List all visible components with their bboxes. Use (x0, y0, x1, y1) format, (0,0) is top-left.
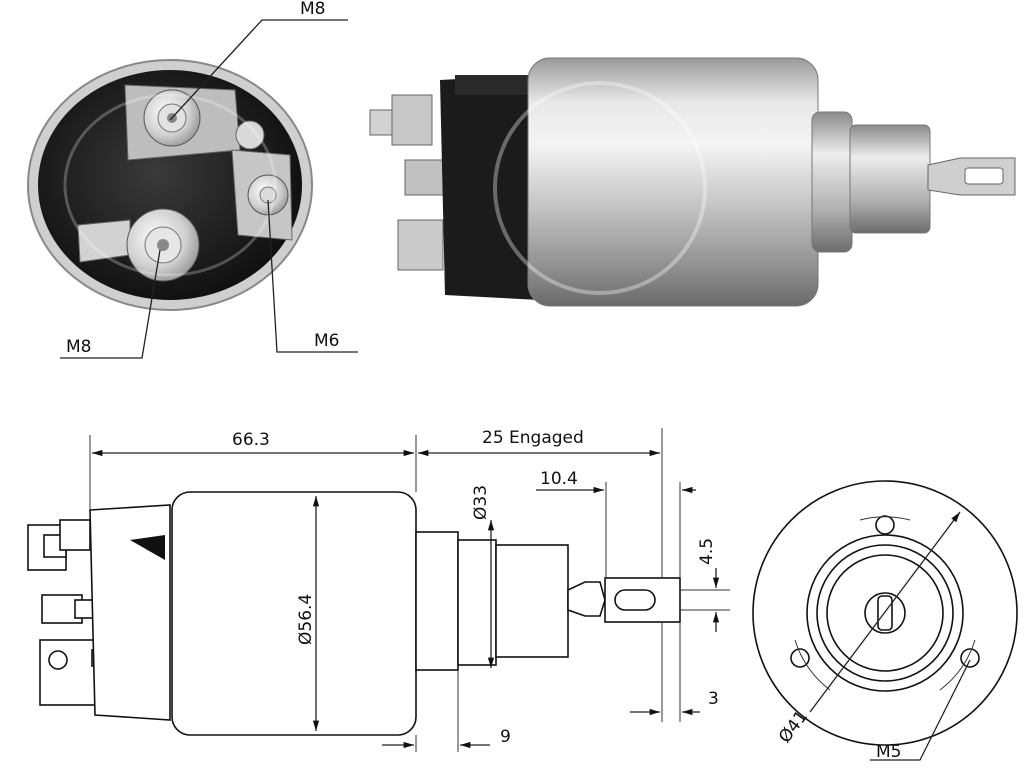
photo-label-bottom-m8: M8 (60, 249, 161, 359)
dimension-mount-thread: M5 (870, 659, 971, 762)
photo-side-view (369, 57, 1016, 307)
dim-flange-offset-text: 9 (500, 727, 511, 747)
dimension-flange-offset: 9 (382, 670, 511, 752)
drawing-side-view (27, 491, 681, 736)
label-bottom-m8: M8 (66, 337, 91, 357)
dim-engaged-text: 25 Engaged (482, 428, 584, 448)
dim-body-diameter-text: Ø56.4 (296, 594, 316, 645)
dimension-engaged-travel: 25 Engaged (418, 428, 663, 578)
dimension-body-length: 66.3 (89, 430, 417, 510)
label-m6: M6 (314, 331, 339, 351)
label-top-m8: M8 (300, 0, 325, 19)
photo-end-view (27, 59, 313, 311)
dim-body-length-text: 66.3 (232, 430, 270, 450)
bottom-m8-terminal-nut (126, 208, 200, 282)
dimension-tab-thickness: 3 (630, 622, 719, 722)
dim-mount-thread-text: M5 (876, 742, 901, 762)
dim-slot-width-text: 4.5 (697, 538, 717, 565)
photo-label-m6: M6 (267, 199, 358, 353)
photo-label-top-m8: M8 (169, 0, 348, 121)
dim-plunger-diameter-text: Ø33 (471, 485, 491, 520)
dim-end-length-text: 10.4 (540, 469, 578, 489)
dimension-plunger-diameter: Ø33 (471, 485, 495, 668)
m6-terminal-nut (235, 120, 289, 216)
dimension-body-diameter: Ø56.4 (296, 496, 320, 731)
dimension-slot-width: 4.5 (680, 538, 730, 632)
dim-tab-thickness-text: 3 (708, 689, 719, 709)
dimension-plunger-end-length: 10.4 (536, 469, 696, 578)
